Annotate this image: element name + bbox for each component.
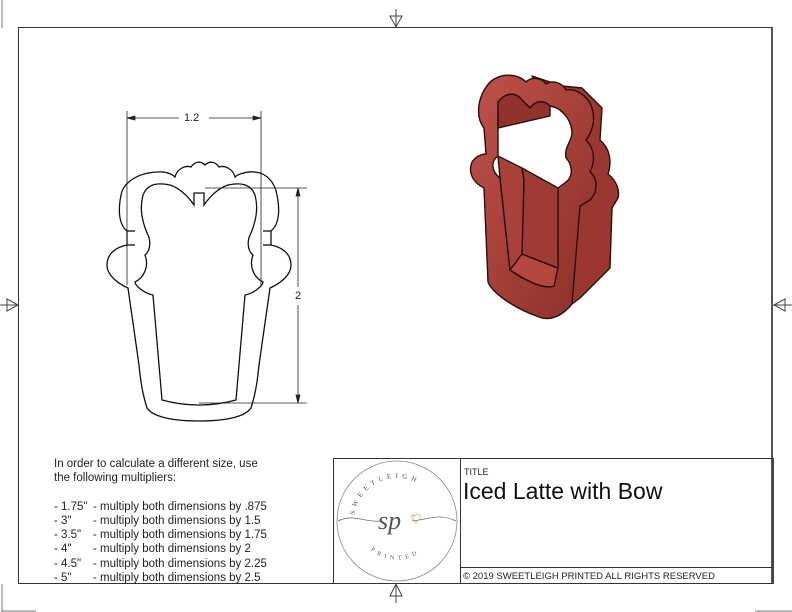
logo-monogram: sp: [378, 506, 401, 535]
width-dimension-label: 1.2: [184, 112, 200, 124]
title-label: TITLE: [464, 467, 489, 477]
top-center-mark-icon: [389, 9, 403, 29]
cutter-outline-drawing: [106, 111, 307, 422]
multiplier-row: - 4.5" - multiply both dimensions by 2.2…: [54, 557, 267, 571]
title-cell: TITLE Iced Latte with Bow: [460, 459, 772, 567]
heart-icon: [411, 514, 421, 524]
multiplier-text: - multiply both dimensions by .875: [93, 500, 267, 513]
multiplier-row: - 3.5" - multiply both dimensions by 1.7…: [54, 528, 267, 542]
drawing-title: Iced Latte with Bow: [463, 478, 663, 504]
multiplier-size: - 3.5": [54, 529, 82, 542]
width-dimension: [126, 111, 262, 285]
multiplier-size: - 4.5": [54, 557, 82, 570]
notes-intro-line-2: the following multipliers:: [54, 472, 177, 485]
multiplier-size: - 1.75": [54, 500, 88, 513]
multiplier-size: - 4": [54, 543, 72, 556]
multiplier-size: - 3": [54, 514, 72, 527]
size-notes: In order to calculate a different size, …: [54, 457, 267, 585]
multiplier-text: - multiply both dimensions by 2.25: [93, 557, 267, 570]
multiplier-row: - 4" - multiply both dimensions by 2: [54, 542, 267, 556]
multiplier-text: - multiply both dimensions by 2: [93, 543, 251, 556]
multiplier-text: - multiply both dimensions by 1.5: [93, 514, 261, 527]
height-dimension-label: 2: [295, 290, 302, 302]
bottom-center-mark-icon: [389, 582, 403, 603]
title-block: SWEETLEIGH PRINTED sp TITLE Iced Latte w…: [333, 458, 774, 584]
multiplier-text: - multiply both dimensions by 1.75: [93, 529, 267, 542]
multiplier-row: - 3" - multiply both dimensions by 1.5: [54, 514, 267, 528]
sweetleigh-logo: SWEETLEIGH PRINTED sp: [336, 460, 458, 582]
logo-cell: SWEETLEIGH PRINTED sp: [334, 459, 461, 583]
inner-outline: [134, 183, 264, 406]
multiplier-row: - 5" - multiply both dimensions by 2.5: [54, 571, 267, 585]
copyright-cell: © 2019 SWEETLEIGH PRINTED ALL RIGHTS RES…: [460, 567, 772, 583]
multiplier-row: - 1.75" - multiply both dimensions by .8…: [54, 500, 267, 514]
notes-intro-line-1: In order to calculate a different size, …: [54, 458, 258, 470]
left-center-mark-icon: [0, 298, 20, 312]
right-center-mark-icon: [772, 298, 792, 312]
copyright-text: © 2019 SWEETLEIGH PRINTED ALL RIGHTS RES…: [463, 571, 715, 582]
outer-outline: [106, 161, 292, 422]
cutter-3d-render: [469, 74, 620, 320]
svg-text:PRINTED: PRINTED: [370, 547, 422, 562]
logo-bottom-text: PRINTED: [370, 547, 418, 562]
multiplier-text: - multiply both dimensions by 2.5: [93, 572, 261, 585]
height-dimension: [199, 187, 307, 404]
multiplier-size: - 5": [54, 572, 72, 585]
